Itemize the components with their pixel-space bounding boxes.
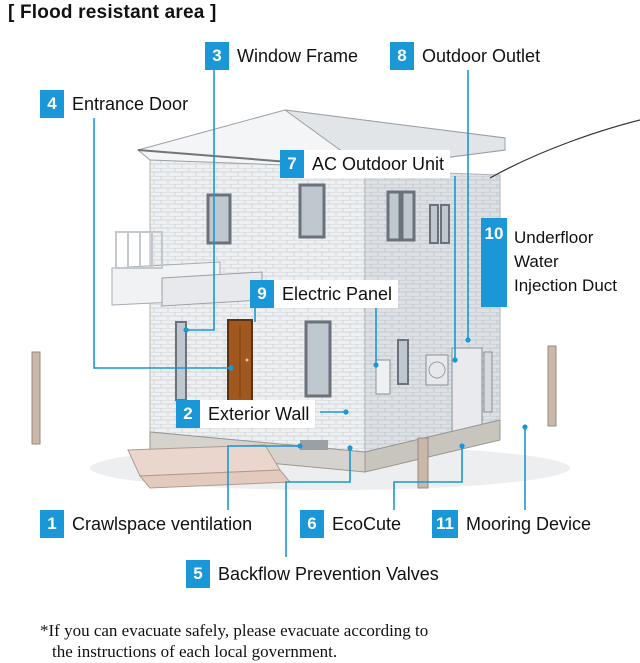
callout-window-frame: 3 Window Frame — [205, 42, 365, 70]
callout-electric-panel: 9 Electric Panel — [250, 280, 399, 308]
callout-exterior-wall: 2 Exterior Wall — [176, 400, 316, 428]
electric-panel — [375, 359, 391, 395]
callout-number: 2 — [176, 400, 200, 428]
callout-text: Backflow Prevention Valves — [218, 563, 439, 584]
callout-text: AC Outdoor Unit — [312, 153, 445, 174]
callout-text-line: Water — [514, 252, 559, 271]
callout-number: 5 — [186, 560, 210, 588]
callout-ecocute: 6 EcoCute — [300, 510, 408, 538]
callout-number: 10 — [481, 218, 507, 307]
footnote: *If you can evacuate safely, please evac… — [40, 620, 428, 662]
ecocute-unit — [451, 347, 483, 435]
callout-ac-outdoor-unit: 7 AC Outdoor Unit — [280, 150, 451, 178]
crawlspace-vent — [300, 440, 328, 450]
ac-outdoor-unit — [425, 354, 449, 386]
callout-text-line: Underfloor — [514, 228, 594, 247]
footnote-line-2: the instructions of each local governmen… — [52, 642, 338, 661]
footnote-line-1: *If you can evacuate safely, please evac… — [40, 621, 429, 640]
mooring-post-front — [417, 437, 429, 489]
porch-canopy — [161, 271, 263, 307]
callout-number: 9 — [250, 280, 274, 308]
callout-number: 11 — [432, 510, 458, 538]
callout-number: 7 — [280, 150, 304, 178]
callout-mooring-device: 11 Mooring Device — [432, 510, 598, 538]
callout-underfloor-water-injection-duct: 10 Underfloor Water Injection Duct — [481, 218, 617, 307]
window-upper-left — [206, 193, 232, 245]
callout-number: 6 — [300, 510, 324, 538]
mooring-post-right — [547, 345, 557, 427]
callout-number: 4 — [40, 90, 64, 118]
callout-text: Window Frame — [237, 45, 359, 66]
callout-number: 8 — [390, 42, 414, 70]
window-lower-left — [175, 321, 187, 401]
callout-text: Underfloor Water Injection Duct — [507, 218, 617, 307]
window-lower-mid — [304, 320, 332, 398]
callout-text: Entrance Door — [72, 93, 189, 114]
callout-backflow-prevention-valves: 5 Backflow Prevention Valves — [186, 560, 445, 588]
service-wire — [489, 119, 640, 179]
callout-number: 3 — [205, 42, 229, 70]
callout-text-line: Injection Duct — [514, 276, 617, 295]
mooring-post-left — [31, 351, 41, 445]
page-title: [ Flood resistant area ] — [8, 2, 217, 23]
callout-outdoor-outlet: 8 Outdoor Outlet — [390, 42, 547, 70]
callout-text: Crawlspace ventilation — [72, 513, 253, 534]
callout-crawlspace-ventilation: 1 Crawlspace ventilation — [40, 510, 259, 538]
leader-dots — [183, 327, 528, 451]
callout-text: Exterior Wall — [208, 403, 310, 424]
callout-entrance-door: 4 Entrance Door — [40, 90, 195, 118]
callout-text: Outdoor Outlet — [422, 45, 541, 66]
callout-text: Electric Panel — [282, 283, 393, 304]
callout-text: Mooring Device — [466, 513, 592, 534]
callout-text: EcoCute — [332, 513, 402, 534]
callout-number: 1 — [40, 510, 64, 538]
window-upper-mid — [298, 183, 326, 239]
